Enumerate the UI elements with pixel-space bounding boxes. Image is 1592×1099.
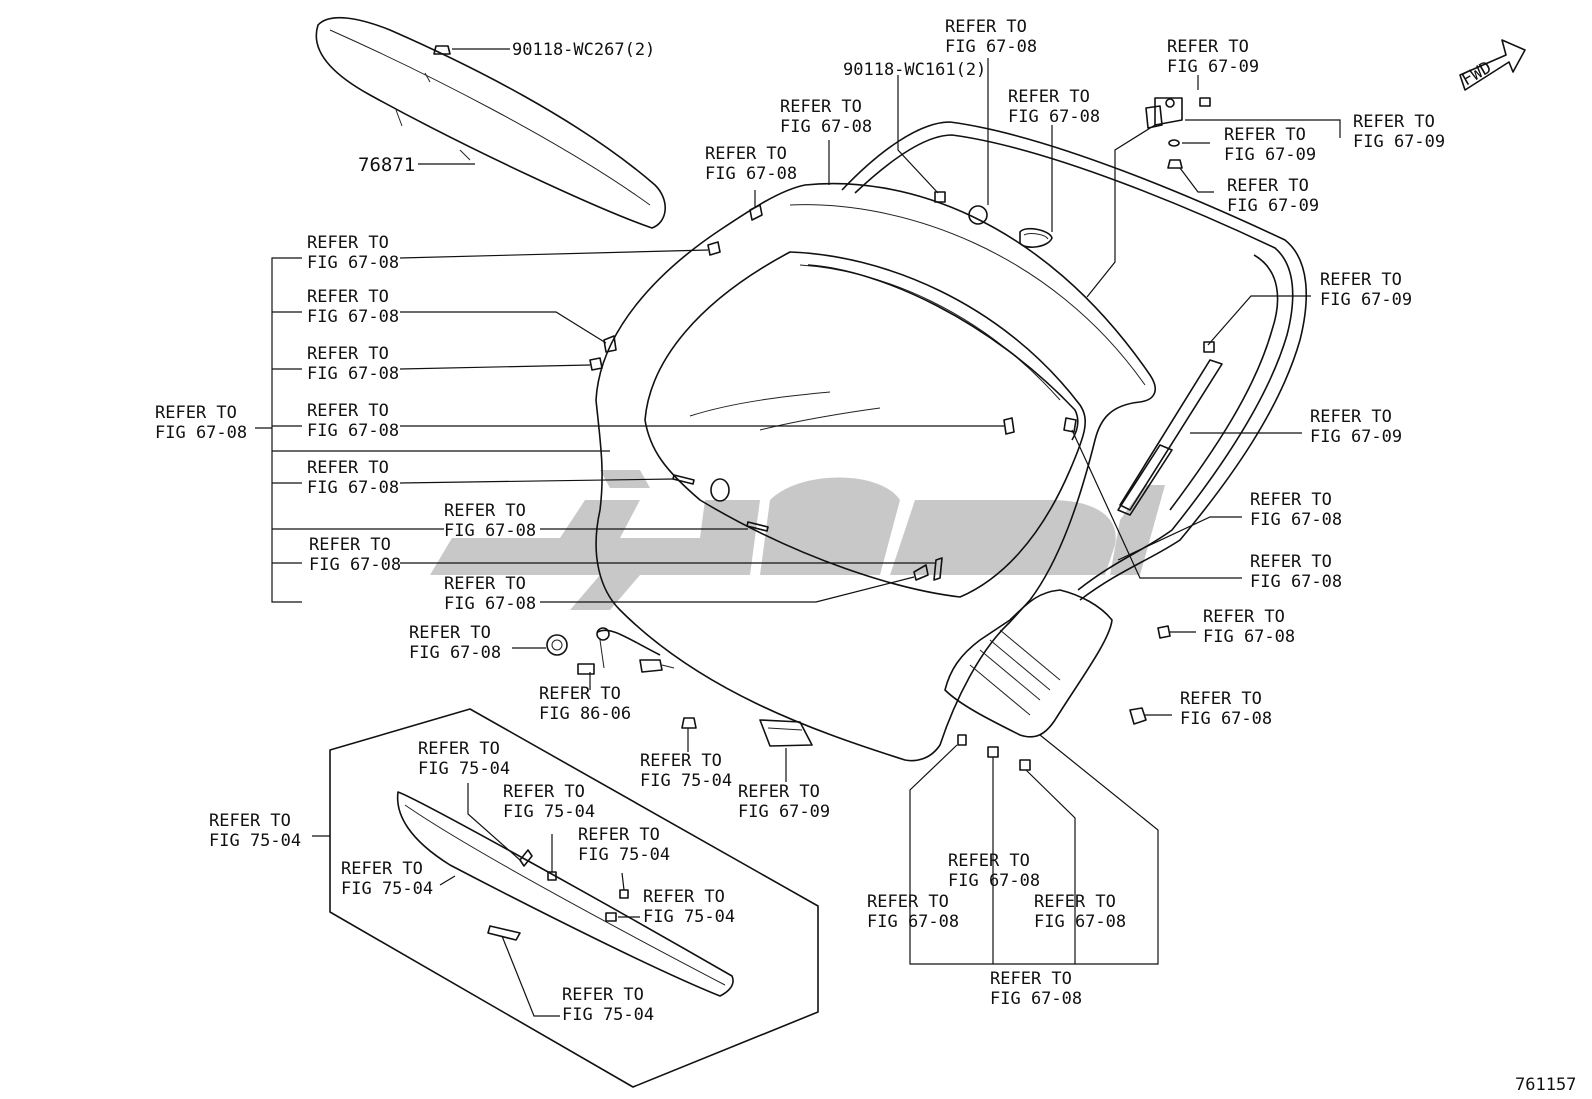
callout-fig: FIG 67-08 [1008,107,1100,127]
back-door-assembly [595,121,1308,762]
callout-refer: REFER TO [307,458,389,478]
callout-refer: REFER TO [945,17,1027,37]
callout-fig: FIG 67-08 [1250,572,1342,592]
wire-harness-part [577,627,675,675]
callout-refer: REFER TO [1008,87,1090,107]
callout-refer: REFER TO [539,684,621,704]
callout-refer: REFER TO [1203,607,1285,627]
callout-refer: REFER TO [1310,407,1392,427]
callout-refer: REFER TO [738,782,820,802]
part-number-90118-wc267: 90118-WC267(2) [512,40,655,60]
callout-fig: FIG 67-09 [738,802,830,822]
callout-refer: REFER TO [309,535,391,555]
callout-fig: FIG 67-08 [307,421,399,441]
watermark-logo [430,470,1165,610]
callout-fig: FIG 67-08 [945,37,1037,57]
callout-refer: REFER TO [209,811,291,831]
callout-refer: REFER TO [155,403,237,423]
rear-spoiler-part [315,16,666,229]
diagram-code: 761157 [1515,1075,1576,1095]
callout-fig: FIG 67-08 [409,643,501,663]
callout-fig: FIG 67-09 [1224,145,1316,165]
callout-fig: FIG 67-08 [307,307,399,327]
callout-refer: REFER TO [1250,552,1332,572]
callout-refer: REFER TO [1250,490,1332,510]
callout-fig: FIG 67-09 [1227,196,1319,216]
callout-refer: REFER TO [780,97,862,117]
callout-refer: REFER TO [307,233,389,253]
back-door-damper-part [1117,359,1223,516]
fwd-arrow-icon: FWD [1459,39,1526,91]
callout-fig: FIG 75-04 [418,759,510,779]
callout-refer: REFER TO [948,851,1030,871]
callout-fig: FIG 67-09 [1353,132,1445,152]
callout-fig: FIG 75-04 [578,845,670,865]
callout-fig: FIG 75-04 [643,907,735,927]
callout-refer: REFER TO [1167,37,1249,57]
callout-fig: FIG 67-09 [1320,290,1412,310]
callout-refer: REFER TO [578,825,660,845]
callout-refer: REFER TO [1353,112,1435,132]
callout-refer: REFER TO [307,287,389,307]
callout-fig: FIG 67-08 [444,594,536,614]
callout-fig: FIG 67-08 [705,164,797,184]
part-number-76871: 76871 [358,154,415,176]
callout-fig: FIG 67-09 [1167,57,1259,77]
callout-fig: FIG 67-08 [948,871,1040,891]
callout-fig: FIG 67-08 [1180,709,1272,729]
callout-fig: FIG 67-08 [867,912,959,932]
callout-fig: FIG 67-09 [1310,427,1402,447]
callout-refer: REFER TO [307,344,389,364]
callout-refer: REFER TO [503,782,585,802]
callout-fig: FIG 75-04 [503,802,595,822]
callout-refer: REFER TO [409,623,491,643]
callout-fig: FIG 67-08 [780,117,872,137]
callout-fig: FIG 67-08 [309,555,401,575]
callout-fig: FIG 67-08 [1250,510,1342,530]
callout-refer: REFER TO [1180,689,1262,709]
callout-refer: REFER TO [341,859,423,879]
callout-fig: FIG 67-08 [990,989,1082,1009]
inset-panel [329,708,819,1088]
callout-refer: REFER TO [990,969,1072,989]
callout-fig: FIG 75-04 [640,771,732,791]
callout-refer: REFER TO [640,751,722,771]
door-clip-icons [546,191,1215,771]
callout-fig: FIG 75-04 [341,879,433,899]
callout-refer: REFER TO [1034,892,1116,912]
callout-refer: REFER TO [444,574,526,594]
callout-fig: FIG 67-08 [1203,627,1295,647]
callout-fig: FIG 86-06 [539,704,631,724]
callout-refer: REFER TO [705,144,787,164]
callout-refer: REFER TO [418,739,500,759]
callout-fig: FIG 67-08 [444,521,536,541]
callout-refer: REFER TO [643,887,725,907]
callout-fig: FIG 75-04 [562,1005,654,1025]
callout-refer: REFER TO [1224,125,1306,145]
callout-refer: REFER TO [1320,270,1402,290]
part-number-90118-wc161: 90118-WC161(2) [843,60,986,80]
clip-90118-wc267-icon [433,45,451,55]
callout-fig: FIG 67-08 [307,253,399,273]
back-door-hinge-part [1145,97,1211,169]
callout-refer: REFER TO [1227,176,1309,196]
callout-fig: FIG 67-08 [307,478,399,498]
callout-refer: REFER TO [867,892,949,912]
leader-lines [255,58,1341,1017]
callout-fig: FIG 67-08 [1034,912,1126,932]
callout-refer: REFER TO [307,401,389,421]
callout-fig: FIG 75-04 [209,831,301,851]
callout-fig: FIG 67-08 [155,423,247,443]
callout-refer: REFER TO [562,985,644,1005]
callouts: REFER TO FIG 67-08 90118-WC161(2) REFER … [155,17,1445,1025]
callout-refer: REFER TO [444,501,526,521]
callout-fig: FIG 67-08 [307,364,399,384]
